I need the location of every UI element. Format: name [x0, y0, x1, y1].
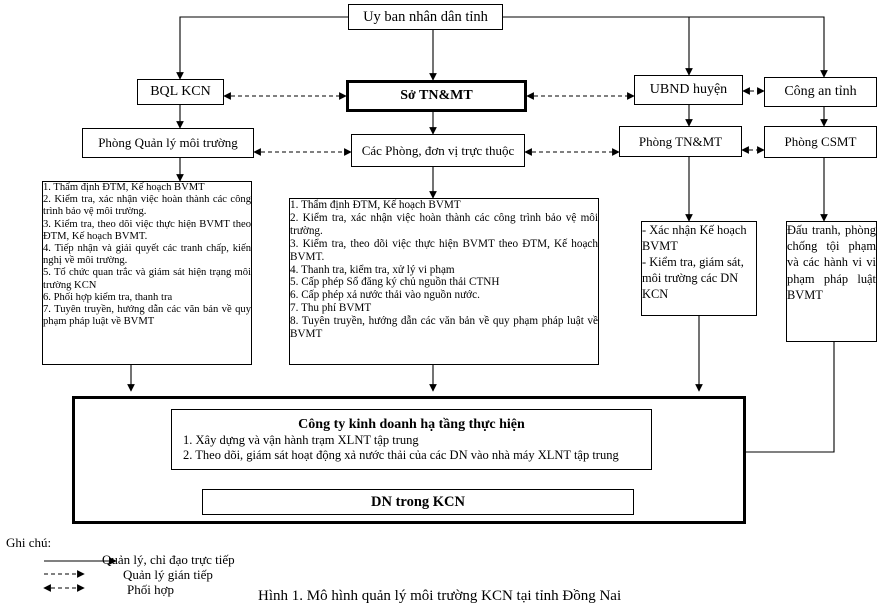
company-task-2: 2. Theo dõi, giám sát hoạt động xả nước …: [183, 448, 619, 462]
bql-task-item: 1. Thẩm định ĐTM, Kế hoạch BVMT: [43, 182, 205, 193]
arrow-ubnd-to-huyen: [503, 16, 693, 76]
node-phong-csmt: Phòng CSMT: [764, 126, 877, 158]
so-task-item: 3. Kiểm tra, theo dõi việc thực hiện BVM…: [290, 237, 598, 263]
node-cong-an-tinh: Công an tỉnh: [764, 77, 877, 107]
company-box: Công ty kinh doanh hạ tầng thực hiện 1. …: [171, 409, 652, 470]
bql-task-list: 1. Thẩm định ĐTM, Kế hoạch BVMT 2. Kiểm …: [43, 182, 251, 328]
so-task-item: 2. Kiểm tra, xác nhận việc hoàn thành cá…: [290, 211, 598, 237]
node-ubnd-huyen-label: UBND huyện: [649, 82, 728, 97]
huyen-task-box: - Xác nhận Kế hoạch BVMT - Kiểm tra, giá…: [641, 221, 757, 316]
node-phong-csmt-label: Phòng CSMT: [784, 134, 857, 149]
so-task-list: 1. Thẩm định ĐTM, Kế hoạch BVMT 2. Kiểm …: [290, 199, 598, 341]
node-bql-kcn: BQL KCN: [137, 79, 224, 105]
so-task-item: 5. Cấp phép Sổ đăng ký chủ nguồn thải CT…: [290, 276, 500, 289]
csmt-task-box: Đấu tranh, phòng chống tội phạm và các h…: [786, 221, 877, 342]
so-task-item: 4. Thanh tra, kiểm tra, xử lý vi phạm: [290, 263, 455, 276]
so-task-item: 1. Thẩm định ĐTM, Kế hoạch BVMT: [290, 199, 461, 211]
legend-coordinate-label: Phối hợp: [127, 582, 174, 597]
huyen-task-item: - Xác nhận Kế hoạch BVMT: [642, 223, 747, 253]
so-task-item: 8. Tuyên truyền, hướng dẫn các văn bản v…: [290, 315, 598, 341]
so-task-item: 6. Cấp phép xả nước thải vào nguồn nước.: [290, 289, 480, 302]
node-phong-tnmt-label: Phòng TN&MT: [638, 133, 723, 149]
bql-task-item: 7. Tuyên truyền, hướng dẫn các văn bản v…: [43, 304, 251, 328]
node-ubnd-tinh: Uy ban nhân dân tỉnh: [348, 4, 503, 30]
node-phong-tnmt: Phòng TN&MT: [619, 126, 742, 157]
node-bql-kcn-label: BQL KCN: [150, 84, 211, 99]
arrow-ubnd-to-congan: [689, 16, 828, 78]
legend-direct-label: Quản lý, chỉ đạo trực tiếp: [102, 552, 235, 567]
csmt-task-list: Đấu tranh, phòng chống tội phạm và các h…: [787, 222, 876, 303]
node-ubnd-huyen: UBND huyện: [634, 75, 743, 105]
legend-title: Ghi chú:: [6, 535, 52, 550]
bql-task-box: 1. Thẩm định ĐTM, Kế hoạch BVMT 2. Kiểm …: [42, 181, 252, 365]
bql-task-item: 6. Phối hợp kiểm tra, thanh tra: [43, 291, 173, 303]
bql-task-item: 4. Tiếp nhận và giải quyết các tranh chấ…: [43, 243, 251, 267]
node-phong-qlmt: Phòng Quản lý môi trường: [82, 128, 254, 158]
legend-indirect-label: Quản lý gián tiếp: [123, 567, 213, 582]
so-task-item: 7. Thu phí BVMT: [290, 302, 372, 315]
bql-task-item: 5. Tổ chức quan trắc và giám sát hiện tr…: [43, 267, 251, 291]
huyen-task-item: - Kiểm tra, giám sát, môi trường các DN …: [642, 255, 744, 301]
company-task-1: 1. Xây dựng và vận hành trạm XLNT tập tr…: [183, 433, 419, 447]
node-cac-phong-label: Các Phòng, đơn vị trực thuộc: [361, 142, 515, 158]
figure-caption: Hình 1. Mô hình quản lý môi trường KCN t…: [258, 588, 622, 604]
bql-task-item: 3. Kiểm tra, theo dõi việc thực hiện BVM…: [43, 218, 251, 242]
node-dn-kcn-label: DN trong KCN: [371, 494, 465, 510]
so-task-box: 1. Thẩm định ĐTM, Kế hoạch BVMT 2. Kiểm …: [289, 198, 599, 365]
node-ubnd-tinh-label: Uy ban nhân dân tỉnh: [363, 9, 488, 25]
node-cong-an-tinh-label: Công an tỉnh: [784, 84, 857, 99]
csmt-task-item: Đấu tranh, phòng chống tội phạm và các h…: [787, 223, 876, 302]
arrow-ubnd-to-bql: [176, 16, 348, 80]
huyen-task-list: - Xác nhận Kế hoạch BVMT - Kiểm tra, giá…: [642, 222, 756, 302]
bql-task-item: 2. Kiểm tra, xác nhận việc hoàn thành cá…: [43, 194, 251, 218]
node-phong-qlmt-label: Phòng Quản lý môi trường: [98, 135, 238, 150]
company-title: Công ty kinh doanh hạ tầng thực hiện: [298, 417, 525, 432]
node-dn-kcn: DN trong KCN: [202, 489, 634, 515]
node-so-tnmt: Sở TN&MT: [346, 80, 527, 112]
node-cac-phong: Các Phòng, đơn vị trực thuộc: [351, 134, 525, 167]
node-so-tnmt-label: Sở TN&MT: [400, 88, 473, 103]
